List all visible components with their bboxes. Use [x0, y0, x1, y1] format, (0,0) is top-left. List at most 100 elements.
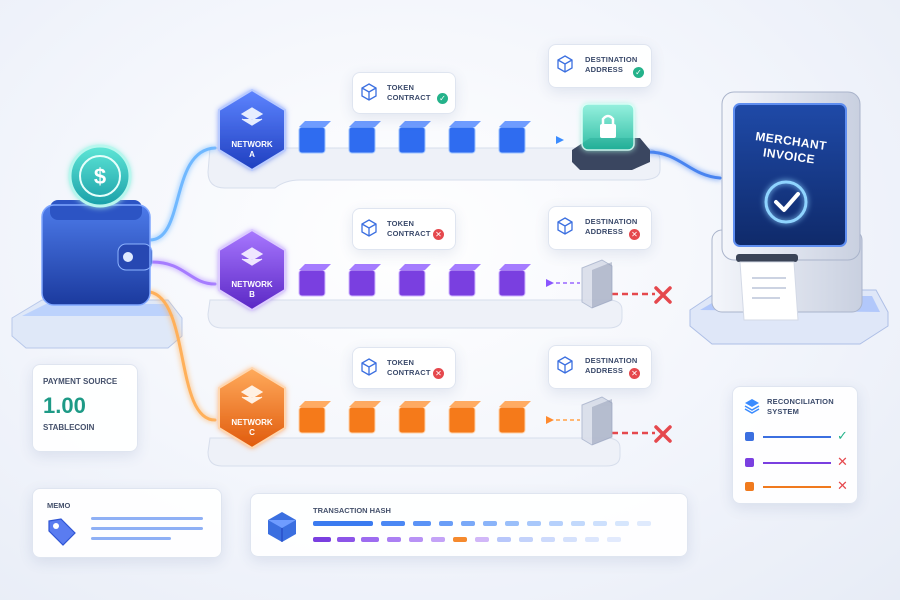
transaction-hash-title: TRANSACTION HASH: [313, 506, 391, 515]
hash-row-2: [313, 537, 678, 542]
network-b-platform: [207, 299, 623, 329]
destination-address-c-line1: DESTINATION: [585, 356, 638, 365]
network-b-label-line2: B: [249, 290, 255, 299]
block: [498, 264, 531, 297]
block: [398, 401, 431, 434]
destination-address-a-line1: DESTINATION: [585, 55, 638, 64]
block: [448, 401, 481, 434]
error-icon: ✕: [837, 478, 848, 493]
destination-address-a-line2: ADDRESS: [585, 65, 624, 74]
memo-card: MEMO: [32, 488, 222, 558]
network-a-label-line1: NETWORK: [231, 140, 273, 149]
dollar-coin-icon: $: [68, 144, 132, 208]
check-icon: ✓: [437, 93, 448, 104]
network-c-label-line1: NETWORK: [231, 418, 273, 427]
chain-a: [288, 136, 575, 144]
blocks-b: [298, 264, 531, 297]
cube-icon: [745, 482, 754, 491]
error-icon: ✕: [629, 368, 640, 379]
destination-address-c-line2: ADDRESS: [585, 366, 624, 375]
block: [298, 121, 331, 154]
network-c-label: NETWORK C: [222, 418, 282, 438]
block: [298, 401, 331, 434]
payment-source-title: PAYMENT SOURCE: [43, 377, 118, 386]
reconciliation-row-a: ✓: [745, 428, 849, 443]
network-b-label-line1: NETWORK: [231, 280, 273, 289]
network-c-label-line2: C: [249, 428, 255, 437]
reconciliation-line1: RECONCILIATION: [767, 397, 834, 406]
block: [448, 121, 481, 154]
fail-x-c: [654, 425, 672, 443]
block: [448, 264, 481, 297]
blocked-gate-b: [581, 259, 613, 309]
connector-lines: [148, 146, 722, 422]
block: [398, 121, 431, 154]
token-contract-a-line1: TOKEN: [387, 83, 415, 92]
token-contract-c-line2: CONTRACT: [387, 368, 431, 377]
token-contract-b-line2: CONTRACT: [387, 229, 431, 238]
error-icon: ✕: [629, 229, 640, 240]
wallet-platform: [11, 299, 183, 349]
error-icon: ✕: [433, 368, 444, 379]
network-b-label: NETWORK B: [222, 280, 282, 300]
cube-icon: [557, 55, 573, 73]
payment-amount: 1.00: [43, 393, 86, 418]
block: [348, 401, 381, 434]
destination-address-b-line2: ADDRESS: [585, 227, 624, 236]
block: [498, 121, 531, 154]
block: [498, 401, 531, 434]
token-contract-a-line2: CONTRACT: [387, 93, 431, 102]
memo-title: MEMO: [47, 501, 71, 510]
network-a-label: NETWORK A: [222, 140, 282, 160]
network-c-node: [218, 366, 286, 450]
transaction-hash-card: TRANSACTION HASH: [250, 493, 688, 557]
cube-icon: [361, 219, 377, 237]
reconciliation-row-b: ✕: [745, 454, 849, 469]
cube-icon: [361, 83, 377, 101]
wallet-icon: [41, 200, 153, 306]
check-icon: ✓: [837, 428, 848, 443]
cube-icon: [557, 356, 573, 374]
merchant-kiosk: [689, 91, 889, 345]
reconciliation-line2: SYSTEM: [767, 407, 800, 416]
destination-address-b-line1: DESTINATION: [585, 217, 638, 226]
payment-currency: STABLECOIN: [43, 423, 95, 432]
token-contract-c-line1: TOKEN: [387, 358, 415, 367]
cube-icon: [557, 217, 573, 235]
cube-icon: [745, 432, 754, 441]
payment-source-card: PAYMENT SOURCE 1.00 STABLECOIN: [32, 364, 138, 452]
token-contract-b-line1: TOKEN: [387, 219, 415, 228]
blocked-gate-c: [581, 396, 613, 446]
tag-icon: [48, 518, 76, 546]
layers-icon: [744, 399, 760, 414]
cube-icon: [268, 512, 296, 542]
cube-icon: [745, 458, 754, 467]
network-a-label-line2: A: [249, 150, 255, 159]
error-icon: ✕: [433, 229, 444, 240]
fail-x-b: [654, 286, 672, 304]
network-c-platform: [207, 437, 621, 467]
block: [398, 264, 431, 297]
hash-row-1: [313, 521, 678, 526]
blocks-a: [298, 121, 531, 154]
cube-icon: [361, 358, 377, 376]
svg-text:$: $: [94, 164, 106, 189]
lock-icon: [572, 103, 650, 170]
block: [298, 264, 331, 297]
reconciliation-row-c: ✕: [745, 478, 849, 493]
check-icon: ✓: [633, 67, 644, 78]
network-b-node: [218, 228, 286, 312]
block: [348, 264, 381, 297]
network-a-node: [218, 88, 286, 172]
blocks-c: [298, 401, 531, 434]
block: [348, 121, 381, 154]
error-icon: ✕: [837, 454, 848, 469]
